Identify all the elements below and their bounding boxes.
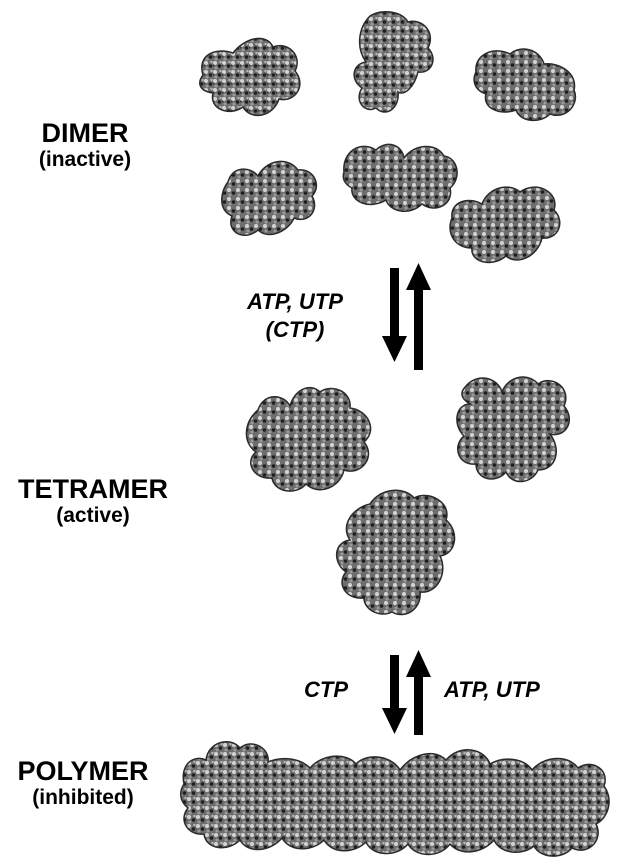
polymer-structure [180, 741, 610, 857]
condition-ctp-parenthetical: (CTP) [265, 317, 325, 342]
condition-activators: ATP, UTP [247, 289, 343, 314]
tetramer-polymer-forward-arrow [382, 655, 407, 734]
polymer-state-description: (inhibited) [32, 786, 134, 809]
condition-atp-utp: ATP, UTP [444, 677, 540, 702]
dimer-tetramer-reverse-arrow [406, 263, 431, 370]
polymerization-condition: CTP [272, 676, 348, 704]
tetramer-structure-3 [336, 489, 456, 616]
tetramer-polymer-reverse-arrow [406, 650, 431, 735]
dimer-structure-5 [342, 143, 458, 212]
dimer-state-description: (inactive) [38, 148, 132, 171]
tetramer-label: TETRAMER (active) [0, 474, 186, 528]
condition-ctp: CTP [304, 677, 348, 702]
dimer-tetramer-conditions: ATP, UTP (CTP) [225, 288, 365, 344]
polymer-label: POLYMER (inhibited) [0, 756, 166, 810]
dimer-structure-4 [221, 160, 318, 236]
dimer-structure-2 [353, 10, 434, 113]
dimer-tetramer-forward-arrow [382, 268, 407, 362]
dimer-structure-6 [449, 186, 561, 264]
depolymerization-condition: ATP, UTP [444, 676, 604, 704]
tetramer-structure-2 [456, 376, 570, 483]
tetramer-state-description: (active) [56, 504, 130, 527]
polymer-state-name: POLYMER [17, 756, 149, 786]
dimer-state-name: DIMER [41, 118, 129, 148]
tetramer-state-name: TETRAMER [18, 474, 168, 504]
dimer-structure-3 [473, 48, 577, 122]
dimer-structure-1 [199, 37, 301, 117]
tetramer-structure-1 [245, 386, 372, 492]
dimer-label: DIMER (inactive) [10, 118, 160, 172]
